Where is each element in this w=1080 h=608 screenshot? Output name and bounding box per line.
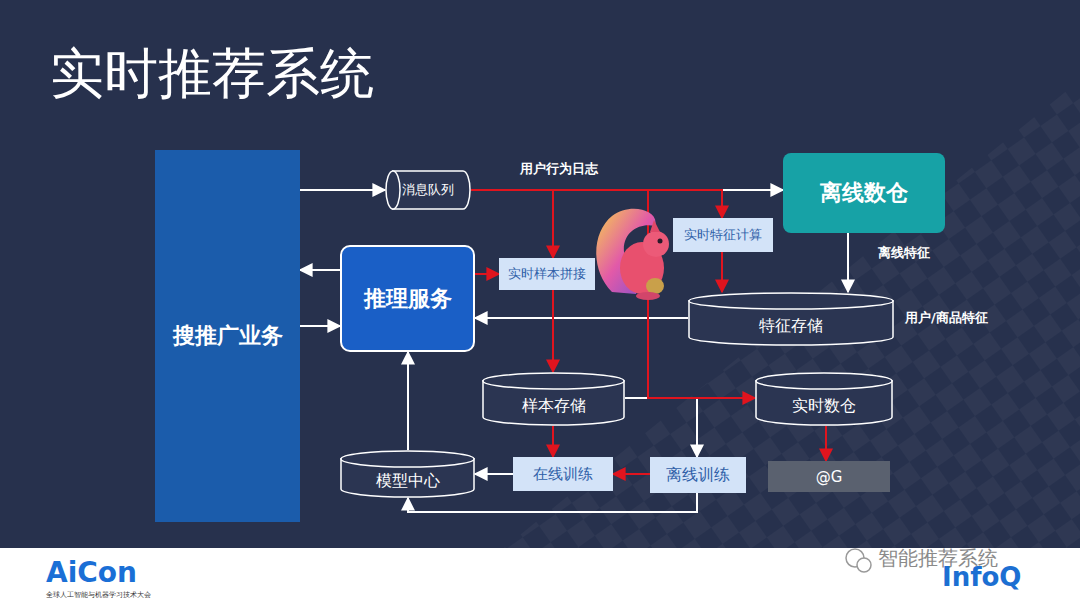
storage-cylinder: 样本存储 <box>482 372 625 426</box>
logo-text: InfoQ <box>942 562 1021 592</box>
flow-arrow <box>300 189 385 191</box>
node-label: 实时特征计算 <box>684 226 762 244</box>
flow-arrow <box>407 352 409 450</box>
node-label: 模型中心 <box>376 471 440 492</box>
node-label: 实时数仓 <box>792 396 856 417</box>
flow-arrow <box>408 493 697 512</box>
business-column: 搜推广业务 <box>155 150 300 522</box>
warehouse-box: 离线数仓 <box>783 153 945 233</box>
flow-arrow <box>471 190 722 218</box>
queue-cylinder: 消息队列 <box>385 170 471 210</box>
flow-arrow <box>825 426 827 461</box>
slide-title: 实时推荐系统 <box>50 38 374 111</box>
flow-arrow <box>475 317 688 319</box>
logo-subtitle: 全球人工智能与机器学习技术大会 <box>46 590 151 600</box>
output-box: @G <box>768 461 890 492</box>
storage-cylinder: 实时数仓 <box>755 372 893 426</box>
process-box: 在线训练 <box>513 457 613 491</box>
flow-arrow <box>300 269 340 271</box>
edge-label: 用户行为日志 <box>520 160 598 178</box>
flow-arrow <box>847 233 849 292</box>
wechat-icon <box>846 549 871 572</box>
side-label: 用户/商品特征 <box>905 309 988 327</box>
node-label: 实时样本拼接 <box>508 265 586 283</box>
node-label: 消息队列 <box>402 181 454 199</box>
node-label: 在线训练 <box>533 465 593 484</box>
node-label: 离线训练 <box>666 465 730 486</box>
storage-cylinder: 特征存储 <box>688 292 894 346</box>
flow-arrow <box>721 252 723 292</box>
node-label: 样本存储 <box>522 396 586 417</box>
flow-arrow <box>625 398 697 457</box>
node-label: 特征存储 <box>759 316 823 337</box>
edge-label: 离线特征 <box>878 244 930 262</box>
logo-text: AiCon <box>46 556 137 589</box>
flow-arrow <box>300 325 340 327</box>
node-label: @G <box>816 468 843 486</box>
process-box: 离线训练 <box>650 457 746 493</box>
flow-arrow <box>475 273 499 275</box>
flow-arrow <box>471 190 553 258</box>
flow-arrow <box>475 473 513 475</box>
process-box: 实时特征计算 <box>673 218 773 252</box>
node-label: 推理服务 <box>364 284 452 314</box>
node-label: 离线数仓 <box>820 178 908 208</box>
flow-arrow <box>613 473 650 475</box>
node-label: 搜推广业务 <box>173 321 283 351</box>
flow-arrow <box>552 426 554 457</box>
service-box: 推理服务 <box>340 245 475 352</box>
process-box: 实时样本拼接 <box>499 258 595 290</box>
storage-cylinder: 模型中心 <box>340 450 475 498</box>
flow-arrow <box>552 290 554 372</box>
